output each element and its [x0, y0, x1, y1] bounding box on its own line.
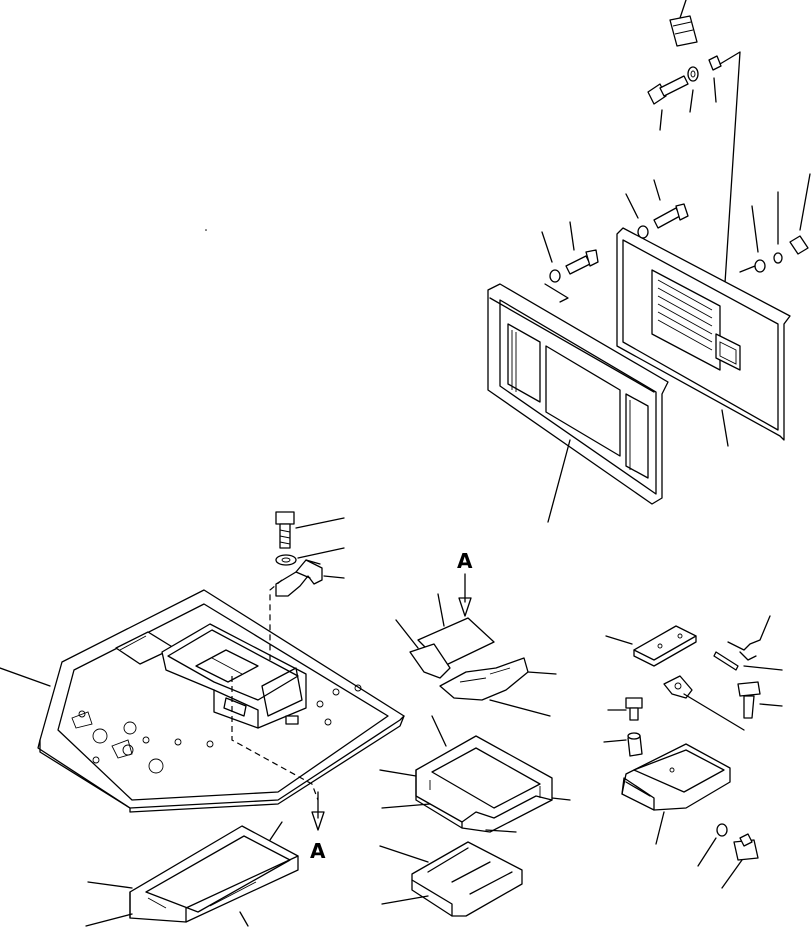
floor-tray-part [85, 821, 299, 927]
bolt-part [607, 697, 643, 721]
bracket-part [663, 675, 745, 731]
washer-part [625, 193, 649, 239]
mat-part [379, 841, 523, 917]
cover-plate-upper-part [395, 593, 495, 679]
pedal-cover-part [621, 743, 731, 845]
speck [205, 229, 207, 231]
cover-plate-lower-part [439, 657, 557, 717]
nut-part [708, 55, 722, 103]
washer-part [697, 823, 728, 867]
clamp-bracket-part [275, 559, 345, 597]
bolt-part [275, 511, 345, 549]
pin-part [713, 615, 783, 671]
view-a-arrow-top: A [457, 549, 473, 617]
knob-part [789, 173, 811, 255]
bolt-part [721, 833, 759, 889]
bolt-part [647, 75, 689, 131]
bolt-part [565, 221, 599, 275]
view-label-a-top: A [457, 549, 473, 573]
washer-part [275, 547, 345, 566]
plate-part [605, 625, 697, 667]
view-a-arrow-bottom: A [310, 791, 326, 863]
floor-plate-part [0, 589, 405, 813]
view-label-a-bottom: A [310, 839, 326, 863]
console-cover-part [161, 623, 307, 729]
door-panel-part [616, 227, 791, 447]
washer-part [687, 66, 699, 113]
washer-part [541, 231, 569, 303]
bolt-part [737, 681, 783, 719]
tray-cover-part [379, 715, 571, 833]
cap-part [603, 732, 643, 757]
washer-part [751, 205, 766, 273]
bolt-part [653, 179, 689, 229]
cover-plate-part [669, 0, 698, 47]
door-frame-part [487, 283, 669, 523]
washer-part [773, 191, 783, 264]
